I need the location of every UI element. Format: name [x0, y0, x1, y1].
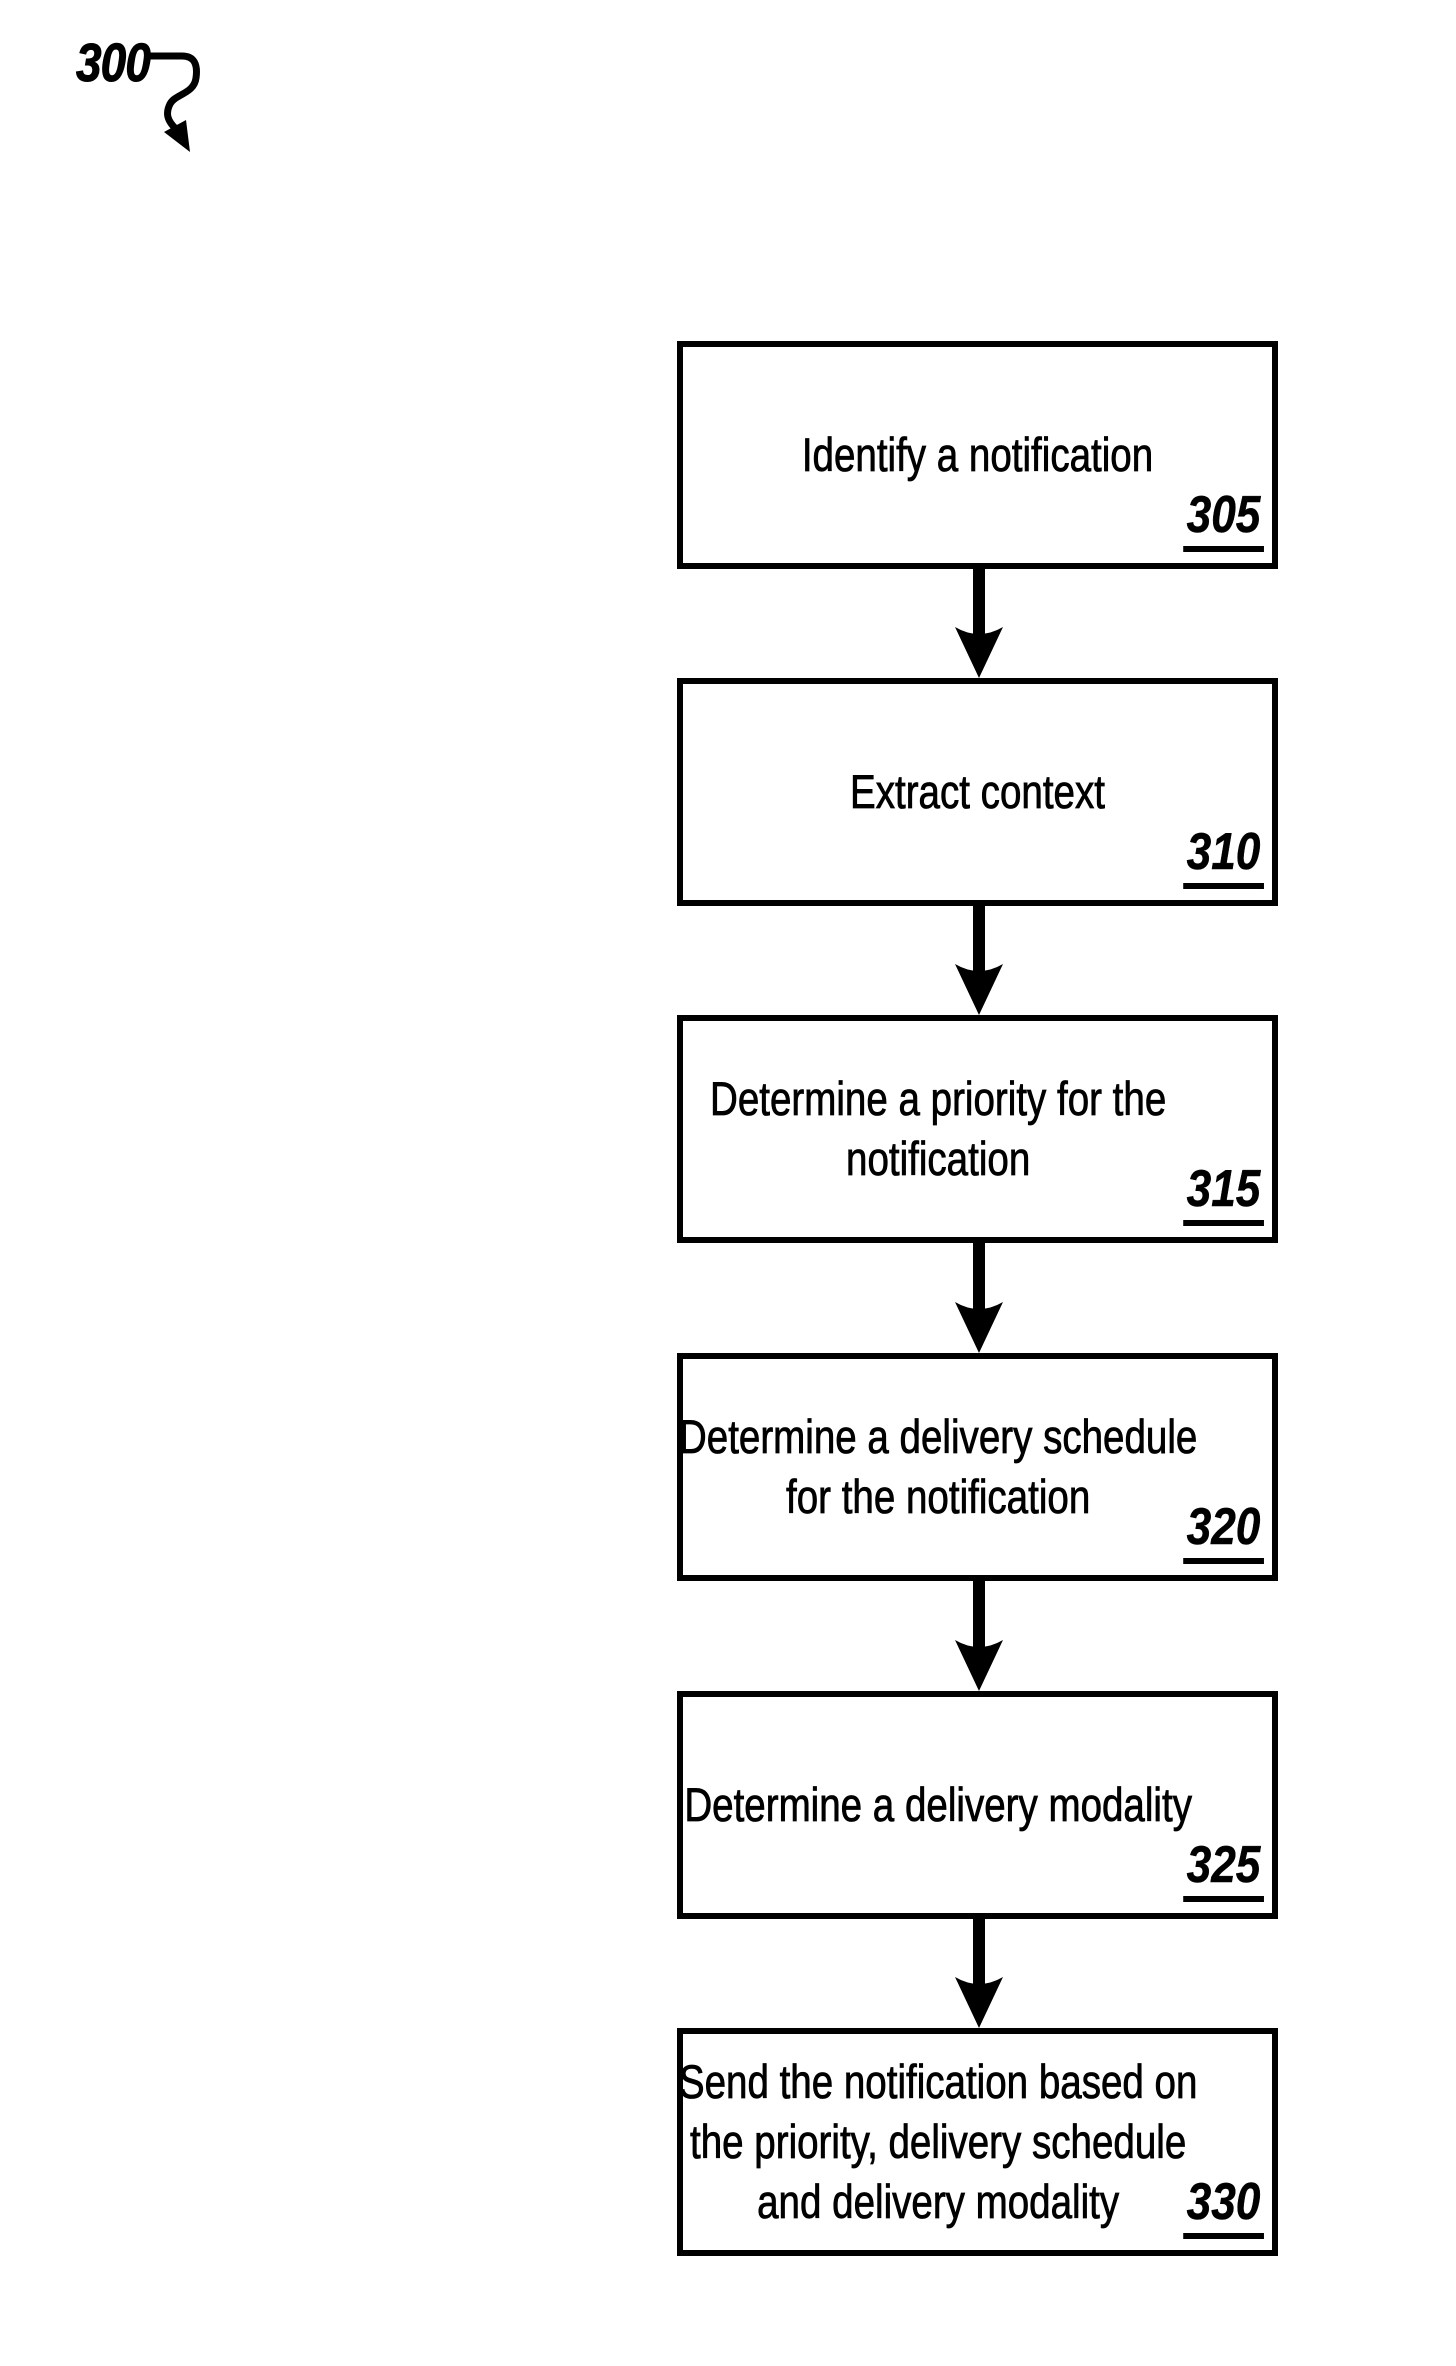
step-text: Determine a delivery modality [684, 1697, 1219, 1913]
down-arrow-connector-icon [952, 906, 1006, 1015]
down-arrow-connector-icon [952, 1243, 1006, 1353]
step-text: Identify a notification [736, 347, 1219, 563]
down-arrow-connector-icon [952, 1581, 1006, 1691]
step-text-line: and delivery modality [757, 2175, 1120, 2229]
step-text-line: notification [846, 1132, 1031, 1186]
step-text-line: for the notification [786, 1470, 1091, 1524]
step-ref-number: 325 [1183, 1839, 1264, 1902]
figure-lead-squiggle-arrow-icon [148, 44, 210, 158]
step-text-line: the priority, delivery schedule [690, 2115, 1187, 2169]
step-ref-number: 320 [1183, 1501, 1264, 1564]
step-text-line: Extract context [850, 765, 1106, 819]
figure-reference-number: 300 [76, 33, 152, 93]
step-text: Extract context [736, 684, 1219, 900]
step-text-line: Determine a delivery modality [684, 1778, 1192, 1832]
step-text: Send the notification based on the prior… [679, 2034, 1219, 2250]
down-arrow-connector-icon [952, 569, 1006, 678]
flow-step-box-extract-context: Extract context 310 [677, 678, 1278, 906]
step-text-line: Determine a delivery schedule [678, 1410, 1198, 1464]
flow-step-box-determine-delivery-modality: Determine a delivery modality 325 [677, 1691, 1278, 1919]
step-text: Determine a delivery schedule for the no… [679, 1359, 1219, 1575]
step-ref-number: 315 [1183, 1163, 1264, 1226]
step-text-line: Determine a priority for the [710, 1072, 1167, 1126]
step-text-line: Identify a notification [801, 428, 1154, 482]
flow-step-box-determine-priority: Determine a priority for the notificatio… [677, 1015, 1278, 1243]
flow-step-box-determine-delivery-schedule: Determine a delivery schedule for the no… [677, 1353, 1278, 1581]
step-ref-number: 305 [1183, 489, 1264, 552]
step-ref-number: 330 [1183, 2176, 1264, 2239]
step-text: Determine a priority for the notificatio… [710, 1021, 1219, 1237]
flow-step-box-send-notification: Send the notification based on the prior… [677, 2028, 1278, 2256]
flow-step-box-identify-notification: Identify a notification 305 [677, 341, 1278, 569]
down-arrow-connector-icon [952, 1919, 1006, 2028]
step-text-line: Send the notification based on [678, 2055, 1198, 2109]
step-ref-number: 310 [1183, 826, 1264, 889]
